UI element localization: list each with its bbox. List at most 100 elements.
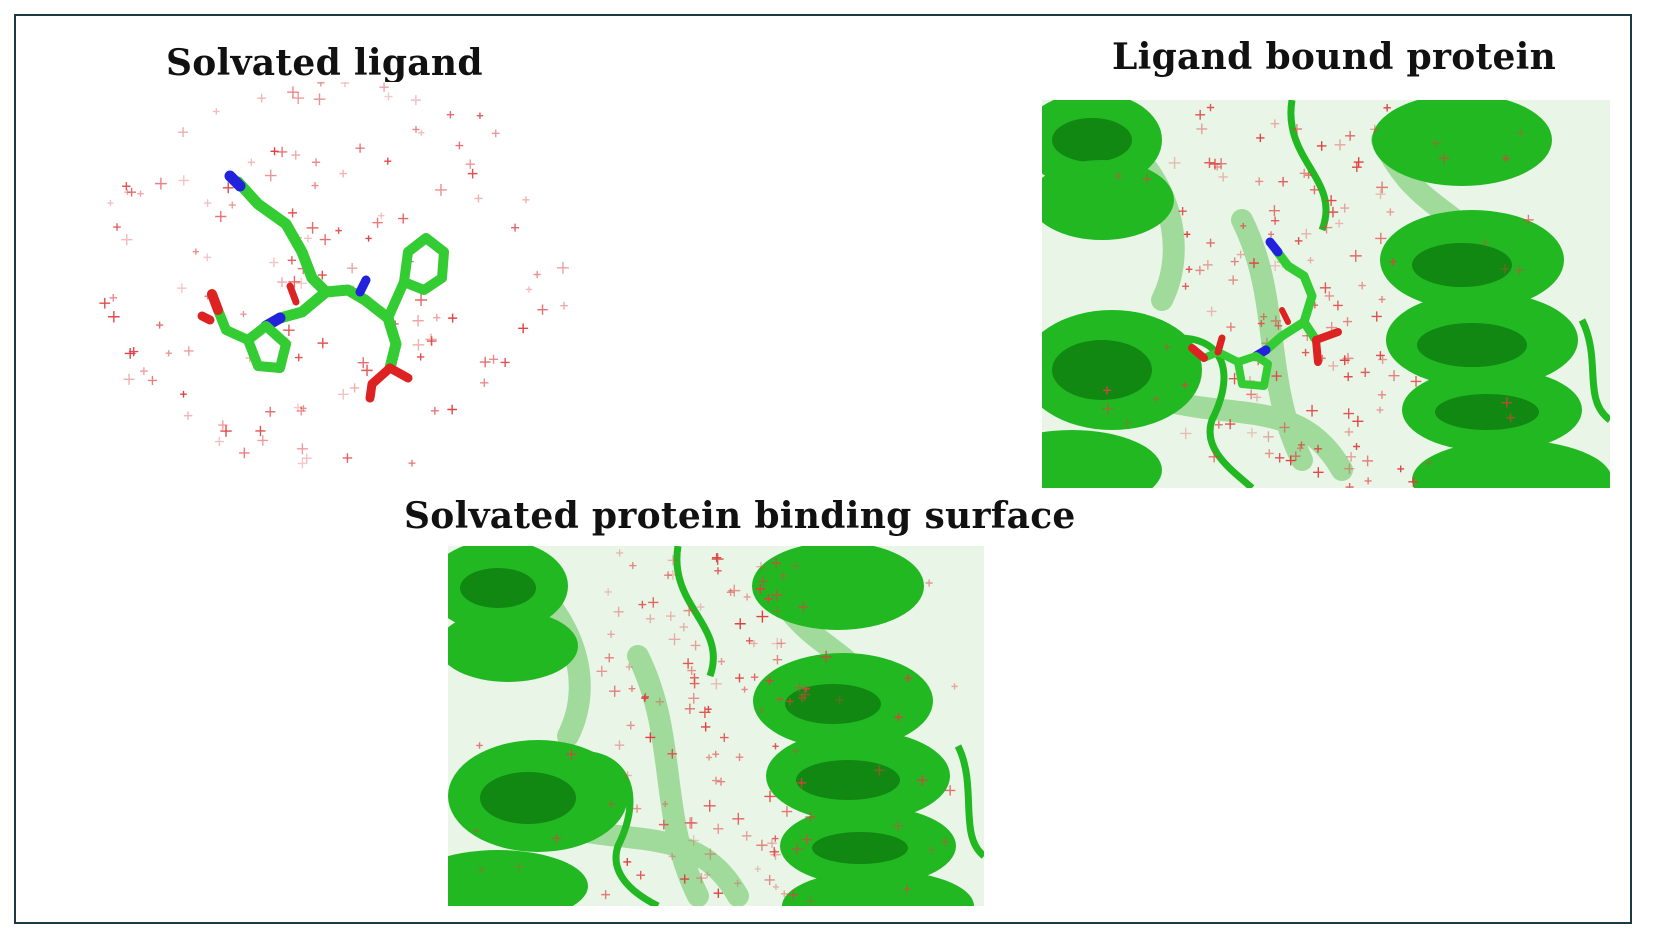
water-marker-icon [1180, 427, 1192, 440]
water-marker-icon [1340, 203, 1350, 213]
water-marker-icon [1218, 172, 1228, 182]
water-marker-icon [614, 740, 625, 750]
water-marker-icon [417, 353, 425, 361]
water-marker-icon [1240, 222, 1247, 229]
water-marker-icon [690, 640, 701, 651]
water-marker-icon [925, 579, 933, 587]
water-marker-icon [704, 871, 711, 879]
water-marker-icon [781, 890, 788, 898]
water-marker-icon [1101, 402, 1114, 415]
water-marker-icon [384, 157, 392, 165]
water-marker-icon [655, 697, 664, 706]
water-marker-icon [1328, 361, 1339, 371]
water-marker-icon [1298, 441, 1305, 449]
water-marker-icon [276, 146, 288, 158]
ligand-bound-protein-title: Ligand bound protein [1112, 36, 1557, 78]
water-marker-icon [215, 210, 227, 223]
water-marker-icon [696, 872, 707, 884]
water-marker-icon [743, 593, 751, 601]
water-marker-icon [1256, 133, 1265, 143]
water-marker-icon [552, 833, 562, 843]
water-marker-icon [1228, 275, 1238, 285]
water-marker-icon [465, 159, 475, 169]
water-marker-icon [1501, 397, 1513, 409]
water-marker-icon [372, 217, 383, 228]
water-marker-icon [1386, 208, 1395, 216]
solvated-protein-surface-image [448, 546, 984, 906]
water-marker-icon [222, 182, 234, 194]
bound-ligand-stick-model [1188, 237, 1342, 390]
water-marker-icon [1296, 444, 1304, 452]
water-marker-icon [293, 403, 303, 412]
water-marker-icon [474, 194, 483, 203]
water-marker-icon [690, 673, 699, 683]
water-marker-icon [435, 184, 447, 196]
water-marker-icon [1339, 355, 1350, 366]
water-marker-icon [794, 682, 805, 693]
water-marker-icon [1343, 408, 1355, 419]
water-marker-icon [1344, 463, 1355, 474]
water-marker-icon [257, 435, 269, 446]
water-marker-icon [701, 722, 711, 732]
water-marker-icon [1370, 124, 1380, 134]
water-marker-icon [683, 605, 695, 617]
water-marker-icon [805, 896, 816, 906]
water-marker-icon [1500, 264, 1510, 274]
water-marker-icon [1260, 313, 1268, 321]
water-marker-icon [1314, 444, 1322, 453]
water-marker-icon [121, 233, 133, 246]
water-marker-icon [1294, 237, 1303, 245]
water-marker-icon [756, 839, 768, 851]
water-marker-icon [680, 874, 690, 884]
water-marker-icon [628, 685, 636, 693]
water-marker-icon [415, 294, 428, 306]
water-marker-icon [1291, 451, 1301, 461]
water-marker-icon [295, 277, 307, 289]
water-marker-icon [1371, 311, 1382, 322]
water-marker-icon [340, 82, 350, 88]
water-marker-icon [781, 806, 793, 817]
water-marker-icon [1142, 174, 1152, 184]
water-marker-icon [296, 443, 308, 455]
water-marker-icon [476, 112, 484, 119]
water-marker-icon [1181, 381, 1189, 389]
water-marker-icon [894, 713, 903, 722]
water-marker-icon [623, 771, 632, 780]
water-marker-icon [1375, 189, 1386, 200]
water-marker-icon [269, 257, 279, 268]
water-marker-icon [1410, 376, 1422, 387]
water-marker-icon [472, 827, 480, 835]
water-marker-icon [758, 707, 765, 714]
water-marker-icon [408, 459, 416, 467]
water-marker-icon [1270, 315, 1282, 327]
water-marker-icon [636, 870, 645, 880]
water-marker-icon [667, 555, 679, 566]
water-marker-icon [1309, 185, 1319, 195]
water-marker-icon [1214, 420, 1223, 429]
water-marker-icon [776, 695, 784, 703]
water-marker-icon [1291, 123, 1302, 135]
water-marker-icon [1376, 181, 1388, 194]
water-marker-icon [1352, 415, 1364, 427]
water-marker-icon [1185, 266, 1193, 273]
water-marker-icon [778, 571, 788, 581]
water-marker-icon [1196, 123, 1208, 135]
water-marker-icon [1375, 232, 1387, 245]
water-marker-icon [378, 212, 385, 219]
water-marker-icon [430, 406, 439, 415]
water-marker-icon [1285, 455, 1296, 466]
water-marker-icon [745, 637, 753, 645]
water-marker-icon [1168, 157, 1181, 169]
water-marker-icon [820, 650, 833, 663]
water-marker-icon [214, 436, 224, 447]
water-marker-icon [384, 92, 393, 101]
water-marker-icon [629, 561, 637, 570]
water-marker-icon [1377, 390, 1387, 399]
water-marker-icon [604, 588, 612, 596]
water-marker-icon [771, 606, 782, 617]
water-marker-icon [772, 743, 779, 750]
water-marker-icon [300, 405, 307, 412]
water-marker-icon [306, 221, 319, 234]
water-marker-icon [688, 835, 700, 846]
water-marker-icon [609, 685, 621, 697]
